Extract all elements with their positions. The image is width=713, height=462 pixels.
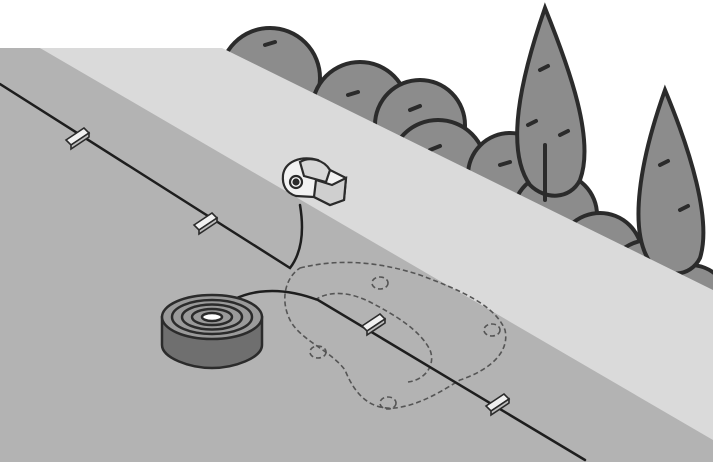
charging-station <box>281 157 348 207</box>
wire-coil <box>160 293 264 370</box>
wire-peg <box>360 312 387 337</box>
wire-pegs <box>64 126 511 417</box>
wire-peg <box>64 126 91 151</box>
wire-peg <box>484 392 511 417</box>
wire-peg <box>192 211 219 236</box>
mower-outline-dashed <box>284 261 507 410</box>
paved-path-strip <box>40 48 713 440</box>
